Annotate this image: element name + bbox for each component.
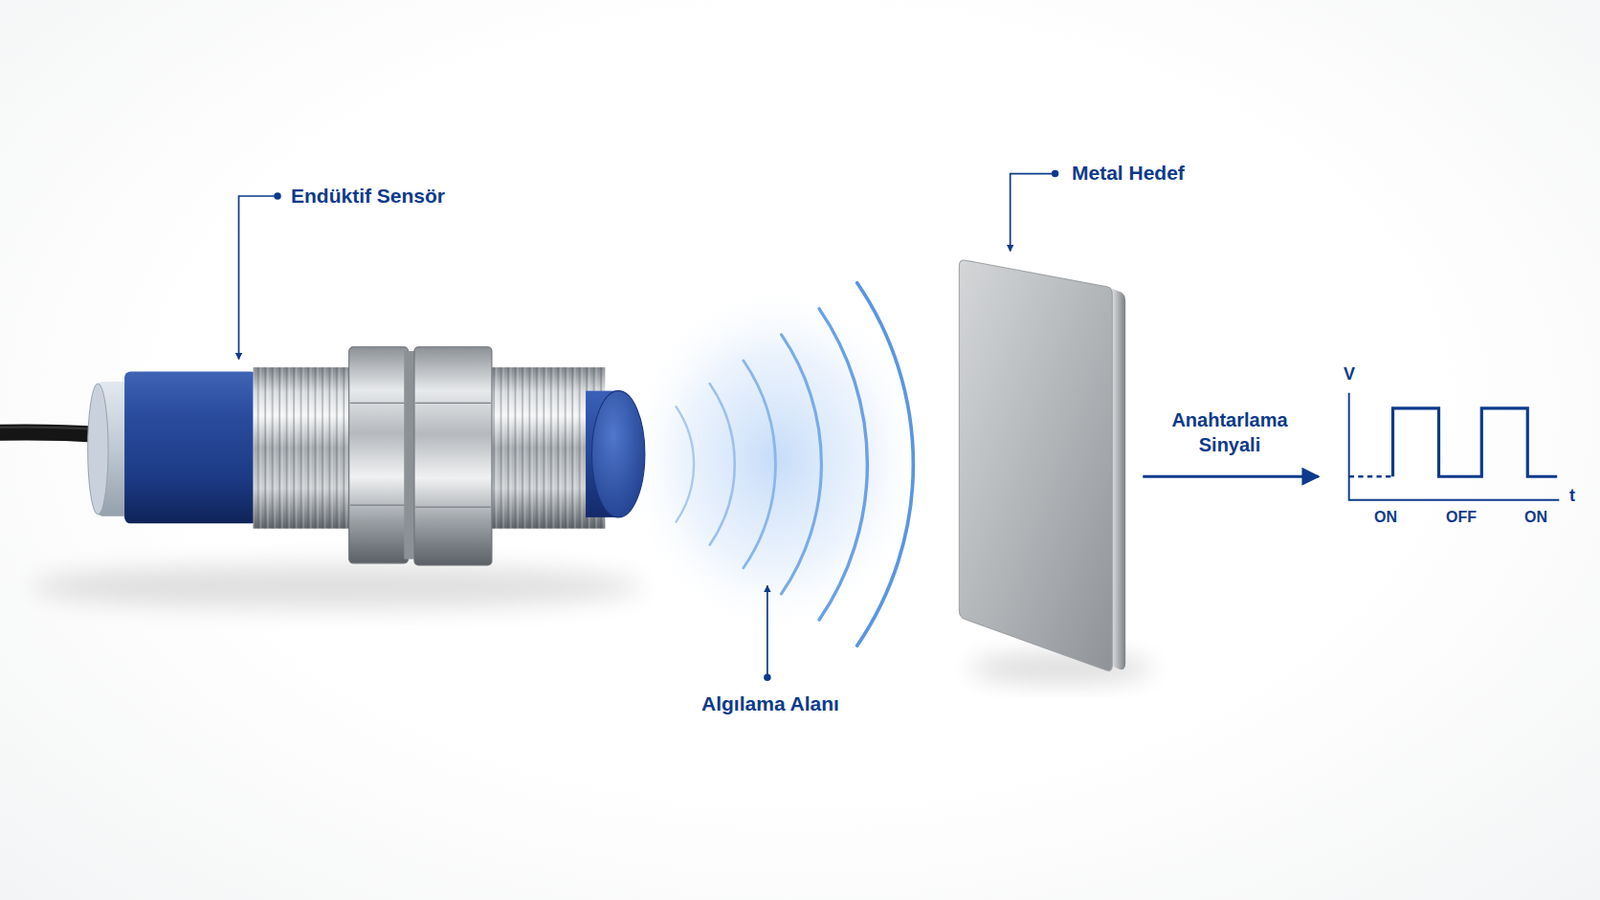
inductive-sensor-part [349,347,409,564]
inductive-sensor-part [414,347,492,566]
inductive-sensor-part [350,504,408,506]
metal-target-part [958,260,1112,671]
field-wave [780,334,822,595]
field-wave [819,309,867,621]
inductive-sensor-part [415,402,491,404]
leader-lines [239,170,1060,682]
field-wave [857,283,914,646]
leader-lines-part [273,192,281,200]
signal-graph [1349,393,1560,501]
leader-lines-part [1010,174,1056,252]
inductive-sensor-part [124,371,258,524]
inductive-sensor-part [350,402,408,404]
signal-label: Anahtarlama Sinyali [1157,407,1302,458]
leader-lines-part [763,674,771,682]
inductive-sensor-part [0,432,103,436]
state-label: OFF [1445,508,1477,529]
signal-arrow [1142,475,1318,479]
field-wave [710,383,735,546]
inductive-sensor-part [415,507,491,509]
field-wave [743,360,777,569]
inductive-sensor-part [591,391,645,518]
state-label: ON [1374,508,1398,529]
sensing-field-part [622,280,929,638]
inductive-sensor-part [0,427,103,431]
axis-label: t [1569,485,1576,508]
leader-lines-part [1051,170,1059,178]
sensing-field-part [675,283,913,646]
metal-target [958,260,1126,671]
callout-label: Metal Hedef [1071,159,1185,186]
inductive-sensor-part [403,351,415,560]
field-wave [675,406,694,522]
callout-label: Endüktif Sensör [290,182,445,209]
axis-label: V [1343,363,1356,386]
sensing-field [622,280,929,646]
inductive-sensor-part [88,383,109,514]
leader-lines-part [766,585,769,678]
signal-graph-part [1393,408,1558,477]
signal-graph-part [1349,393,1560,501]
sensor-shadow [30,564,644,610]
callout-label: Algılama Alanı [701,690,840,717]
state-label: ON [1524,508,1548,529]
leader-lines-part [239,196,279,360]
inductive-sensor [0,347,645,566]
signal-graph-part [1349,475,1394,479]
